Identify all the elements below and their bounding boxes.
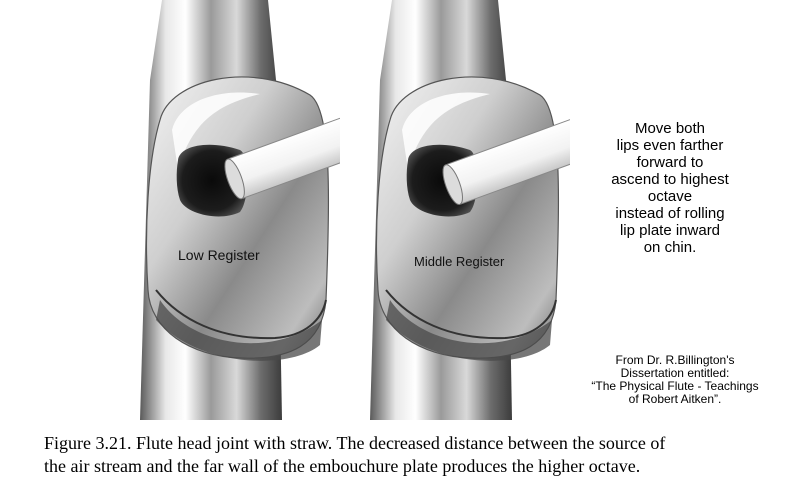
- octave-instruction-text: Move both lips even farther forward to a…: [560, 120, 780, 256]
- source-line: From Dr. R.Billington's: [615, 353, 735, 367]
- instruction-line: ascend to highest: [611, 171, 729, 188]
- source-line: “The Physical Flute - Teachings: [591, 379, 759, 393]
- low-register-label: Low Register: [178, 247, 260, 263]
- instruction-line: lips even farther: [616, 137, 724, 154]
- instruction-line: on chin.: [643, 239, 697, 256]
- source-line: Dissertation entitled:: [620, 366, 730, 380]
- source-line: of Robert Aitken”.: [628, 392, 722, 406]
- figure-caption: Figure 3.21. Flute head joint with straw…: [44, 432, 794, 478]
- flute-photo-middle-register: [330, 0, 570, 420]
- middle-register-label: Middle Register: [414, 254, 505, 269]
- caption-line: Figure 3.21. Flute head joint with straw…: [44, 433, 666, 453]
- instruction-line: forward to: [636, 154, 704, 171]
- instruction-line: instead of rolling: [615, 205, 725, 222]
- instruction-line: lip plate inward: [619, 222, 721, 239]
- caption-line: the air stream and the far wall of the e…: [44, 456, 641, 476]
- instruction-line: Move both: [634, 120, 706, 137]
- instruction-line: octave: [647, 188, 693, 205]
- flute-photo-low-register: [100, 0, 340, 420]
- source-attribution: From Dr. R.Billington's Dissertation ent…: [555, 354, 795, 406]
